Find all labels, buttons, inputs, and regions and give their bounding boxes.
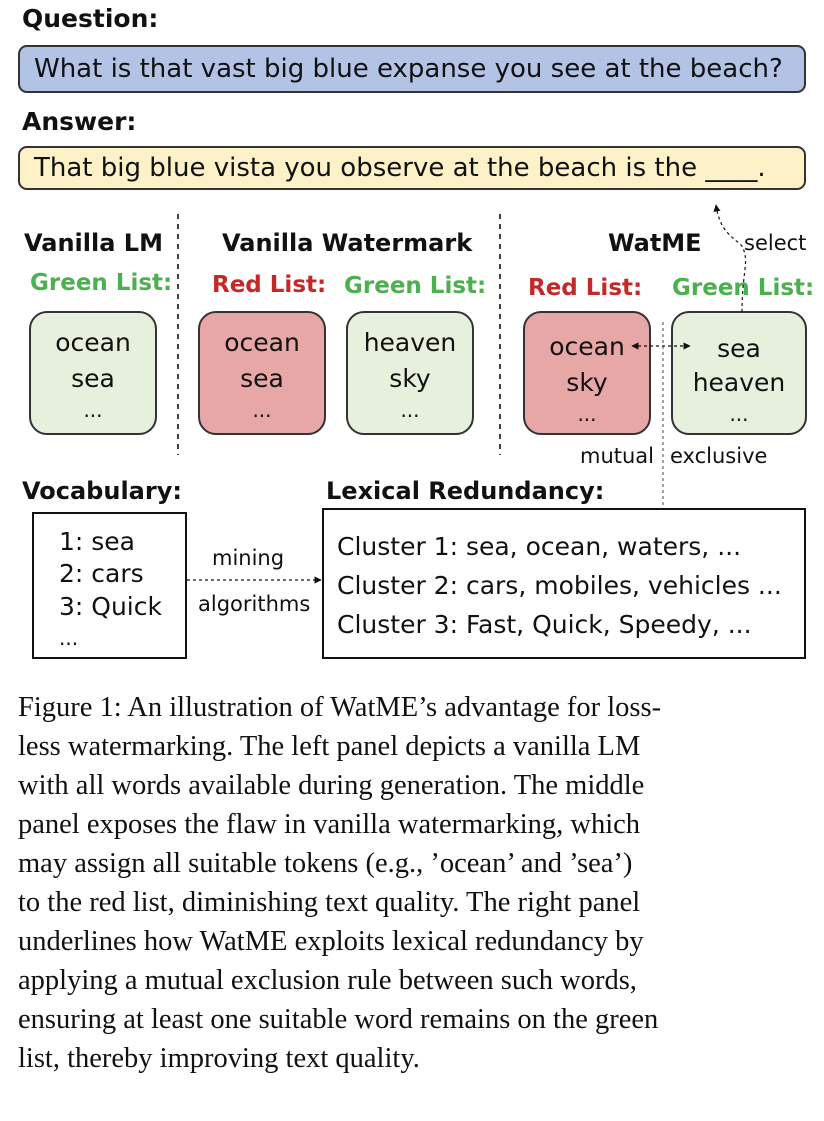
algorithms-label: algorithms	[198, 592, 311, 616]
watermark-green-label: Green List:	[344, 273, 487, 299]
question-label: Question:	[22, 4, 159, 33]
caption-line: underlines how WatME exploits lexical re…	[18, 926, 644, 957]
mining-label: mining	[212, 546, 285, 570]
watme-green-label: Green List:	[672, 275, 815, 301]
list-word: ocean	[55, 328, 131, 357]
vocabulary-title: Vocabulary:	[22, 477, 182, 505]
list-word: ...	[729, 402, 749, 426]
question-box: What is that vast big blue expanse you s…	[18, 45, 806, 93]
select-arrow	[713, 204, 747, 313]
list-word: ocean	[549, 332, 625, 361]
vanilla-lm-title: Vanilla LM	[24, 229, 163, 257]
caption-line: ensuring at least one suitable word rema…	[18, 1004, 659, 1035]
question-text: What is that vast big blue expanse you s…	[34, 54, 783, 84]
watme-red-label: Red List:	[528, 275, 643, 301]
list-word: ...	[577, 402, 597, 426]
list-word: sea	[717, 334, 761, 363]
vanilla-lm-green-list: ocean sea ...	[29, 311, 157, 435]
figure-caption: Figure 1: An illustration of WatME’s adv…	[18, 688, 808, 1078]
exclusive-label: exclusive	[670, 444, 768, 468]
list-word: heaven	[692, 368, 786, 397]
lexical-redundancy-box: Cluster 1: sea, ocean, waters, ... Clust…	[322, 508, 806, 659]
caption-line: applying a mutual exclusion rule between…	[18, 965, 637, 996]
caption-line: to the red list, diminishing text qualit…	[18, 887, 641, 918]
list-word: sky	[389, 364, 431, 393]
watermark-red-label: Red List:	[212, 272, 327, 298]
caption-line: Figure 1: An illustration of WatME’s adv…	[18, 692, 662, 723]
lexical-redundancy-title: Lexical Redundancy:	[326, 477, 605, 505]
vocabulary-box: 1: sea 2: cars 3: Quick ...	[32, 512, 187, 659]
cluster-item: Cluster 2: cars, mobiles, vehicles ...	[337, 571, 782, 600]
vocabulary-item: 3: Quick	[59, 592, 162, 621]
list-word: heaven	[363, 328, 457, 357]
watme-red-list: ocean sky ...	[523, 311, 651, 435]
vocabulary-item: 2: cars	[59, 559, 144, 588]
mutual-label: mutual	[580, 444, 655, 468]
answer-label: Answer:	[22, 107, 137, 136]
answer-text: That big blue vista you observe at the b…	[34, 153, 766, 183]
connector-lines	[177, 204, 747, 584]
caption-line: panel exposes the flaw in vanilla waterm…	[18, 809, 641, 840]
watermark-red-list: ocean sea ...	[198, 311, 326, 435]
cluster-item: Cluster 3: Fast, Quick, Speedy, ...	[337, 610, 752, 639]
list-word: ...	[252, 398, 272, 422]
watermark-green-list: heaven sky ...	[346, 311, 474, 435]
watme-title: WatME	[608, 229, 702, 257]
vocabulary-item: 1: sea	[59, 527, 136, 556]
list-word: sky	[566, 368, 608, 397]
answer-box: That big blue vista you observe at the b…	[18, 146, 806, 190]
cluster-item: Cluster 1: sea, ocean, waters, ...	[337, 532, 742, 561]
list-word: ...	[400, 398, 420, 422]
caption-line: may assign all suitable tokens (e.g., ’o…	[18, 848, 633, 879]
list-word: sea	[71, 364, 115, 393]
vanilla-lm-green-label: Green List:	[30, 270, 173, 296]
caption-line: with all words available during generati…	[18, 770, 645, 801]
caption-line: list, thereby improving text quality.	[18, 1043, 420, 1074]
caption-line: less watermarking. The left panel depict…	[18, 731, 641, 762]
list-word: sea	[240, 364, 284, 393]
vocabulary-item: ...	[59, 626, 79, 650]
list-word: ocean	[224, 328, 300, 357]
select-label: select	[744, 231, 807, 255]
list-word: ...	[83, 398, 103, 422]
watme-green-list: sea heaven ...	[671, 311, 807, 435]
vanilla-watermark-title: Vanilla Watermark	[222, 229, 473, 257]
